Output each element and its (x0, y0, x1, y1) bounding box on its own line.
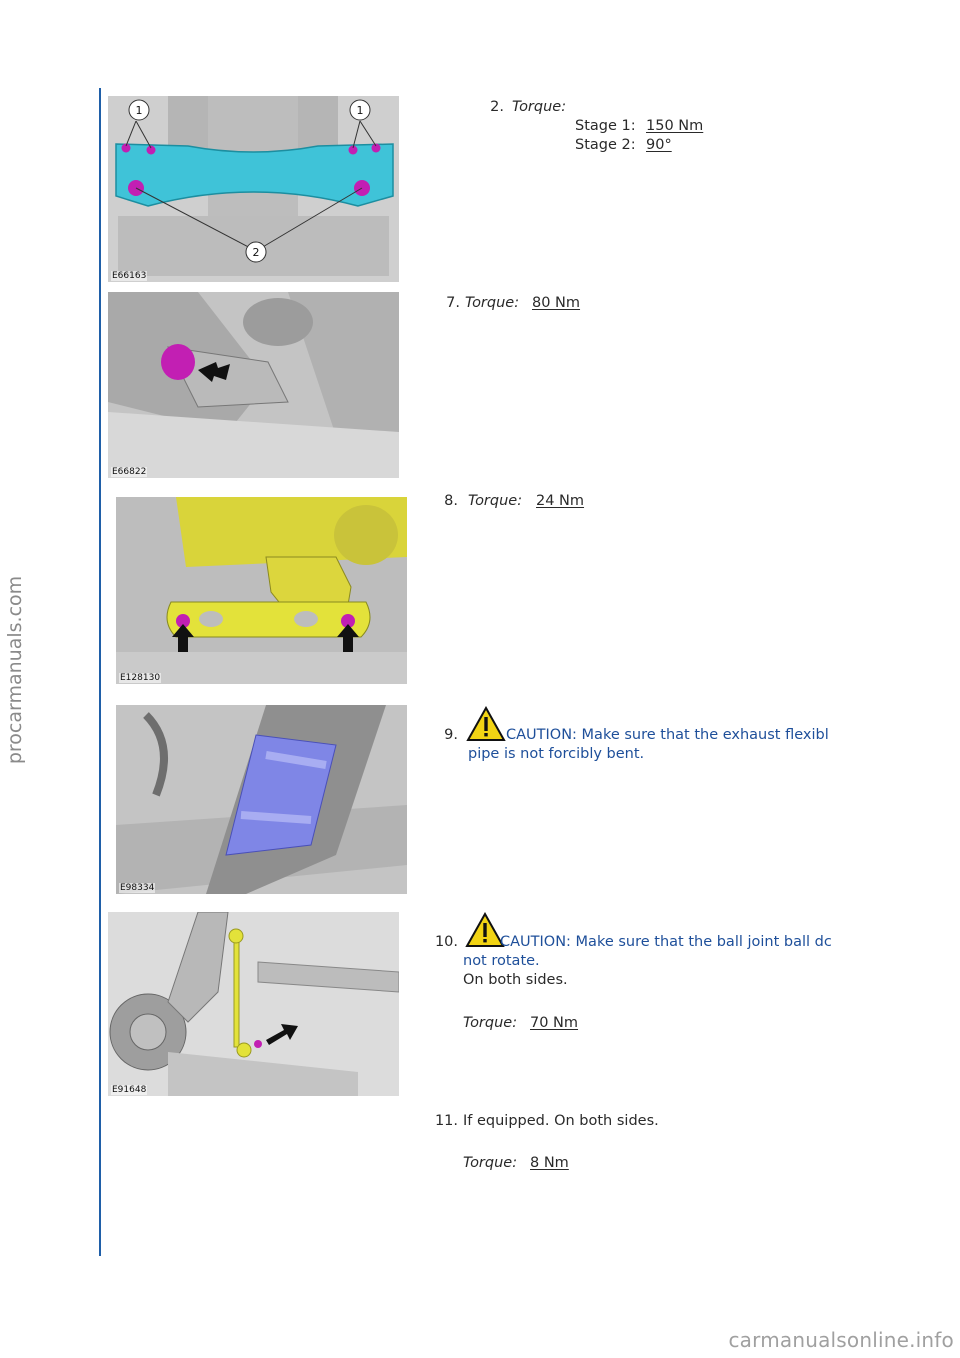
bracket-illustration (108, 292, 399, 478)
step-number: 9. (444, 727, 458, 743)
torque-label: Torque: (465, 295, 520, 311)
exhaust-mount-illustration (116, 497, 407, 684)
step-number: 8. (444, 493, 458, 509)
callout-1-left: 1 (136, 104, 143, 117)
step-number: 2. (490, 99, 504, 115)
warning-icon (466, 705, 506, 748)
figure-id: E66163 (111, 271, 148, 281)
figure-id: E91648 (111, 1085, 148, 1095)
step-9: 9. CAUTION: Make sure that the exhaust f… (422, 705, 870, 766)
step-8: 8. Torque: 24 Nm (422, 492, 862, 512)
figure-id: E66822 (111, 467, 148, 477)
figure-stabilizer-link: E91648 (108, 912, 399, 1096)
step-note: On both sides. (463, 972, 568, 988)
step-7: 7. Torque: 80 Nm (424, 294, 864, 314)
step-number: 10. (434, 934, 458, 950)
torque-label: Torque: (463, 1155, 518, 1171)
torque-value: 8 Nm (530, 1155, 569, 1171)
figure-bracket: E66822 (108, 292, 399, 478)
stage2-label: Stage 2: (575, 137, 636, 153)
step-number: 11. (434, 1113, 458, 1129)
stage1-label: Stage 1: (575, 118, 636, 134)
caution-line-2: not rotate. (463, 953, 540, 969)
footer-watermark: carmanualsonline.info (728, 1328, 954, 1352)
caution-line-1: CAUTION: Make sure that the exhaust flex… (506, 727, 829, 743)
step-11: 11. If equipped. On both sides. Torque: … (422, 1112, 870, 1172)
subframe-illustration: 1 1 2 (108, 96, 399, 282)
torque-label: Torque: (463, 1015, 518, 1031)
flex-pipe-illustration (116, 705, 407, 894)
stabilizer-link-illustration (108, 912, 399, 1096)
caution-line-2: pipe is not forcibly bent. (468, 746, 645, 762)
step-10: 10. CAUTION: Make sure that the ball joi… (422, 911, 870, 1032)
step-2: 2. Torque: Stage 1: 150 Nm Stage 2: 90° (468, 98, 868, 178)
callout-2: 2 (253, 246, 260, 259)
figure-subframe: 1 1 2 E66163 (108, 96, 399, 282)
torque-label: Torque: (468, 493, 523, 509)
callout-1-right: 1 (357, 104, 364, 117)
torque-value: 80 Nm (532, 295, 581, 311)
caution-line-1: CAUTION: Make sure that the ball joint b… (500, 934, 832, 950)
step-number: 7. (446, 295, 460, 311)
figure-id: E128130 (119, 673, 162, 683)
stage2-value: 90° (646, 137, 672, 153)
torque-label: Torque: (512, 99, 567, 115)
torque-value: 70 Nm (530, 1015, 579, 1031)
side-watermark: procarmanuals.com (4, 575, 26, 765)
figure-id: E98334 (119, 883, 156, 893)
left-margin-rule (99, 88, 101, 1256)
torque-value: 24 Nm (536, 493, 585, 509)
figure-exhaust-mount: E128130 (116, 497, 407, 684)
warning-icon (465, 911, 505, 954)
stage1-value: 150 Nm (646, 118, 704, 134)
figure-flex-pipe: E98334 (116, 705, 407, 894)
step-note: If equipped. On both sides. (463, 1113, 659, 1129)
